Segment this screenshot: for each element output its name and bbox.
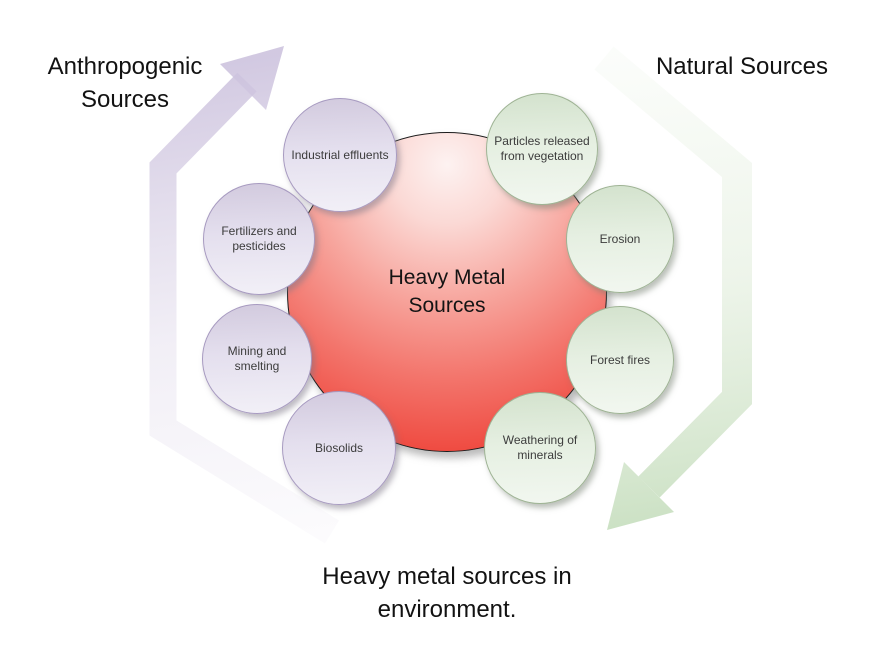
anthropogenic-arrow-icon	[149, 46, 340, 544]
center-hub-label: Heavy Metal Sources	[388, 266, 506, 317]
node-biosolids: Biosolids	[282, 391, 396, 505]
figure-caption: Heavy metal sources in environment.	[322, 563, 572, 623]
anthropogenic-sources-label: Anthropogenic Sources	[47, 53, 203, 113]
node-mining-smelting: Mining and smelting	[202, 304, 312, 414]
node-label: Biosolids	[314, 440, 364, 455]
node-label: Particles released from vegetation	[494, 134, 590, 163]
node-label: Industrial effluents	[291, 147, 389, 162]
node-label: Weathering of minerals	[502, 433, 578, 462]
natural-sources-label: Natural Sources	[655, 53, 829, 80]
node-label: Erosion	[599, 231, 641, 246]
node-label: Fertilizers and pesticides	[221, 224, 297, 253]
node-particles-vegetation: Particles released from vegetation	[486, 93, 598, 205]
node-erosion: Erosion	[566, 185, 674, 293]
natural-arrow-icon	[594, 46, 752, 530]
node-industrial-effluents: Industrial effluents	[283, 98, 397, 212]
node-fertilizers-pesticides: Fertilizers and pesticides	[203, 183, 315, 295]
node-label: Mining and smelting	[227, 344, 287, 373]
node-label: Forest fires	[589, 352, 650, 367]
node-forest-fires: Forest fires	[566, 306, 674, 414]
node-weathering-minerals: Weathering of minerals	[484, 392, 596, 504]
